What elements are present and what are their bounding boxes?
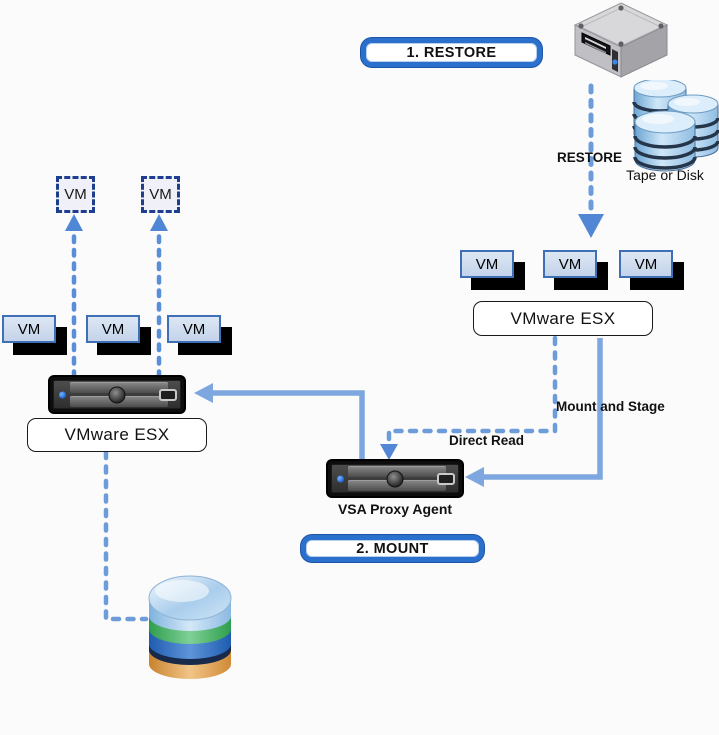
direct-read-label: Direct Read (449, 433, 525, 448)
mount-stage-line (484, 338, 603, 480)
rack-led-icon (59, 391, 66, 398)
backup-server-icon (573, 2, 669, 78)
restored-vm-ghost-1: VM (56, 176, 95, 213)
restore-arrowhead-icon (578, 214, 604, 238)
rack-port-icon (437, 472, 455, 485)
esx-to-datastore-line (103, 449, 149, 622)
rack-led-icon (337, 475, 344, 482)
datastore-disk-stack-icon (148, 575, 232, 679)
ghost-vm-label: VM (149, 186, 172, 203)
restore-step-badge: 1. RESTORE (361, 38, 542, 67)
restored-vm-ghost-2: VM (141, 176, 180, 213)
vm-box: VM (2, 315, 56, 343)
proxy-to-esx-line (213, 390, 365, 461)
tape-or-disk-database-cluster-icon (632, 80, 719, 172)
restore-step-label: 1. RESTORE (406, 44, 497, 61)
direct-read-line (386, 335, 558, 448)
mount-step-label: 2. MOUNT (356, 540, 429, 557)
ghost-vm-label: VM (64, 186, 87, 203)
right-vm-2: VM (543, 250, 608, 290)
vm-label: VM (182, 320, 206, 338)
vm-box: VM (619, 250, 673, 278)
esx-label: VMware ESX (510, 308, 616, 328)
direct-read-arrowhead-icon (380, 444, 398, 460)
rack-port-icon (159, 388, 177, 401)
mount-step-badge: 2. MOUNT (301, 535, 484, 562)
vm-label: VM (101, 320, 125, 338)
vm-box: VM (86, 315, 140, 343)
vm-box: VM (460, 250, 514, 278)
vm-label: VM (634, 255, 658, 273)
vm-label: VM (558, 255, 582, 273)
vsa-proxy-agent-label: VSA Proxy Agent (337, 501, 453, 517)
right-vm-3: VM (619, 250, 684, 290)
vm-label: VM (17, 320, 41, 338)
rack-knob-icon (386, 470, 404, 487)
left-esx-box: VMware ESX (27, 418, 207, 452)
vm-box: VM (543, 250, 597, 278)
vsa-proxy-rack-server-icon (328, 461, 462, 496)
esx-label: VMware ESX (64, 425, 170, 444)
left-vm-2: VM (86, 315, 151, 355)
left-vm-1: VM (2, 315, 67, 355)
ghost-vm-arrowhead-1-icon (65, 214, 83, 231)
rack-knob-icon (108, 386, 126, 403)
ghost-vm-arrowhead-2-icon (150, 214, 168, 231)
right-vm-1: VM (460, 250, 525, 290)
left-vm-3: VM (167, 315, 232, 355)
mount-and-stage-label: Mount and Stage (556, 399, 665, 414)
mount-stage-arrowhead-icon (465, 467, 484, 487)
esx-host-rack-server-icon (50, 377, 184, 412)
restore-flow-label: RESTORE (557, 150, 623, 165)
tape-or-disk-caption: Tape or Disk (626, 167, 704, 183)
vm-label: VM (475, 255, 499, 273)
vm-box: VM (167, 315, 221, 343)
proxy-to-esx-arrowhead-icon (194, 383, 213, 403)
right-esx-box: VMware ESX (473, 301, 653, 336)
